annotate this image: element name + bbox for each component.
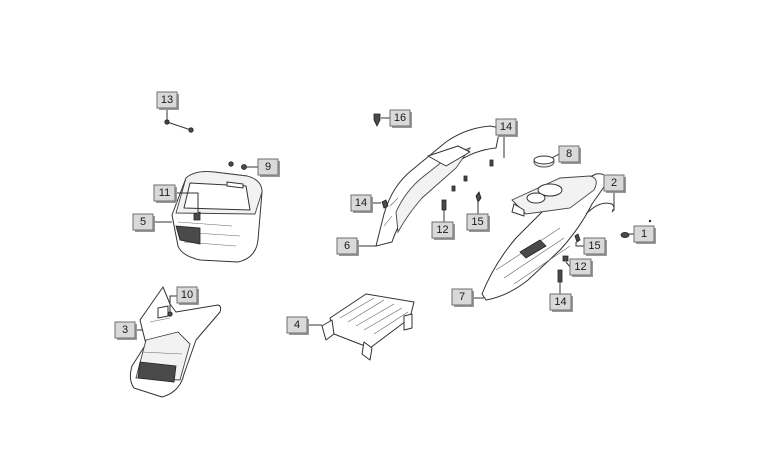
callout-12-right: 12	[569, 258, 593, 277]
callout-15-mid: 15	[466, 213, 490, 232]
callout-2: 2	[603, 174, 626, 193]
callout-3-label: 3	[122, 324, 128, 336]
callout-8-label: 8	[566, 148, 572, 160]
callout-3: 3	[114, 321, 137, 340]
part-rear-carrier	[321, 293, 415, 361]
callout-11-label: 11	[159, 187, 170, 199]
callout-8: 8	[558, 145, 581, 164]
callout-16: 16	[389, 109, 412, 128]
callout-5: 5	[132, 213, 155, 232]
callout-7: 7	[451, 288, 474, 307]
callout-12-mid: 12	[431, 221, 455, 240]
part-front-inner-cover	[129, 286, 222, 398]
part-rear-fender	[375, 125, 501, 247]
callout-5-label: 5	[140, 216, 146, 228]
callout-14-top-label: 14	[500, 121, 512, 133]
callout-4: 4	[286, 316, 309, 335]
callout-1: 1	[633, 225, 656, 244]
callout-14-fender-label: 14	[355, 197, 367, 209]
callout-16-label: 16	[394, 112, 406, 124]
callout-11: 11	[153, 184, 177, 203]
callout-15-right-label: 15	[588, 240, 600, 252]
callout-14-fender: 14	[350, 194, 373, 213]
callout-4-label: 4	[294, 319, 300, 331]
part-body-side-cover	[481, 173, 607, 301]
part-fuel-cap	[533, 155, 555, 168]
callout-14-bottom: 14	[549, 293, 573, 312]
callout-7-label: 7	[459, 291, 465, 303]
callout-1-label: 1	[641, 228, 647, 240]
callout-9: 9	[257, 158, 280, 177]
callout-14-top: 14	[495, 118, 518, 137]
callout-15-mid-label: 15	[471, 216, 483, 228]
callout-9-label: 9	[265, 161, 271, 173]
callout-13: 13	[156, 91, 179, 110]
part-storage-box	[171, 171, 263, 263]
callout-14-bottom-label: 14	[554, 296, 566, 308]
callout-15-right: 15	[583, 237, 607, 256]
callout-10: 10	[176, 286, 199, 305]
callout-6-label: 6	[344, 240, 350, 252]
callout-2-label: 2	[611, 177, 617, 189]
callout-10-label: 10	[181, 289, 193, 301]
callout-12-mid-label: 12	[436, 224, 448, 236]
callout-13-label: 13	[161, 94, 173, 106]
callout-6: 6	[336, 237, 359, 256]
callout-12-right-label: 12	[574, 261, 586, 273]
